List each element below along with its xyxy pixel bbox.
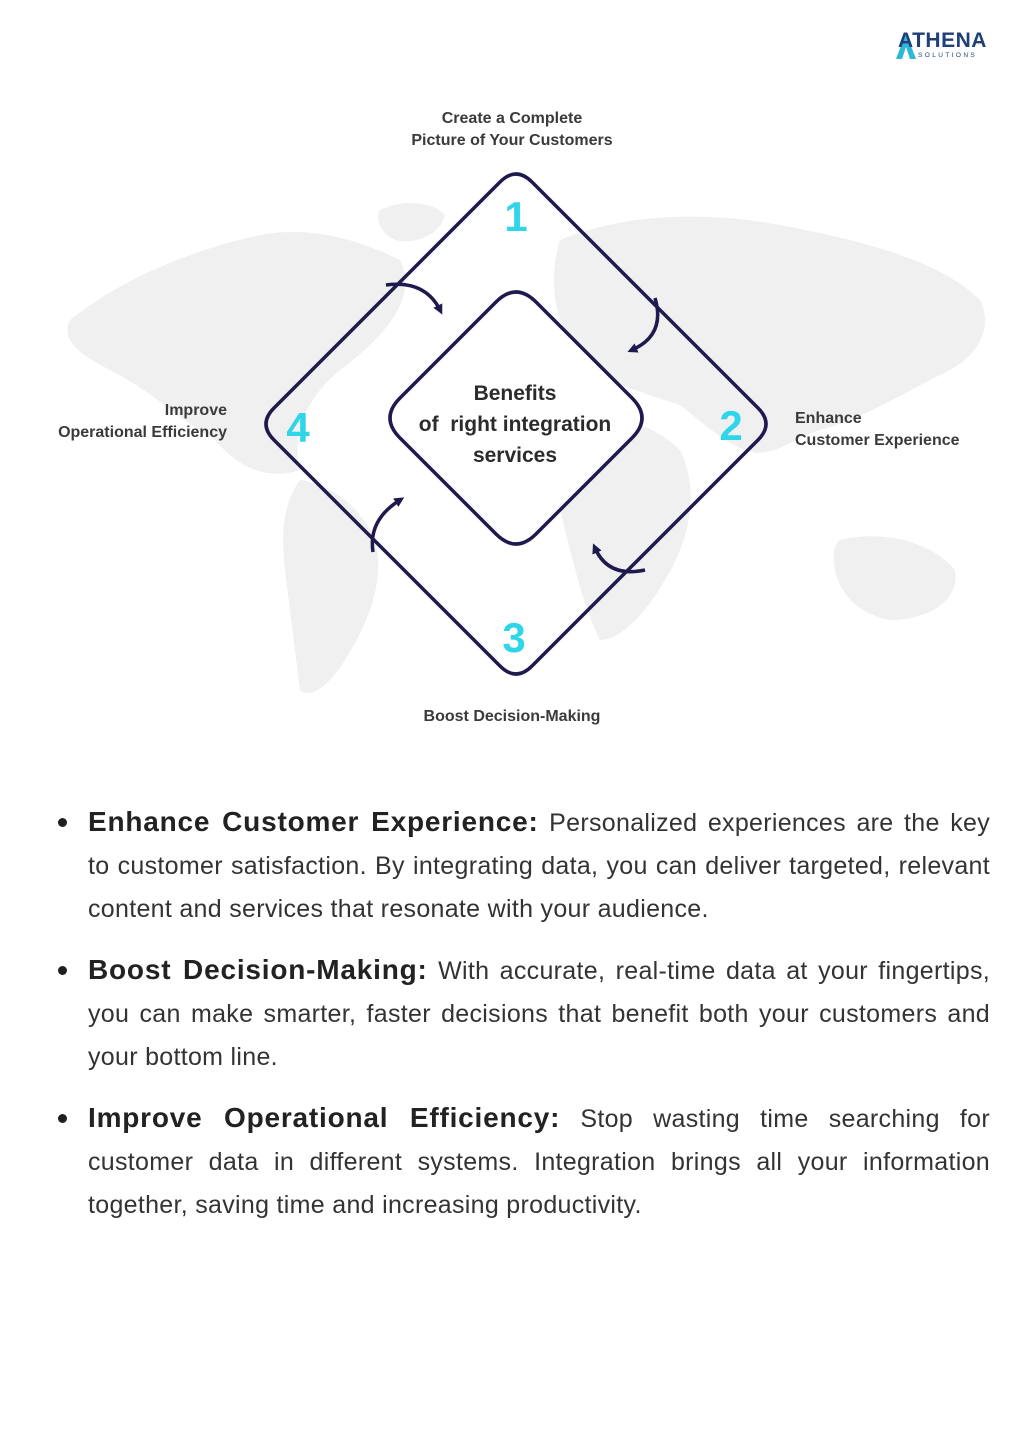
world-map-background [67,203,986,694]
step-1-label: Create a Complete Picture of Your Custom… [411,110,613,149]
logo-wordmark: ATHENA [898,29,987,52]
bullet-text: Stop wasting time searching for customer… [88,1105,991,1219]
athena-logo: ATHENA SOLUTIONS [896,29,990,64]
logo-a-mark-icon [896,33,916,59]
outer-cycle-diamond [264,172,768,676]
step-4-label: Improve Operational Efficiency [58,402,227,441]
bullet-title: Enhance Customer Experience: [88,806,539,837]
bullet-icon [58,1114,67,1123]
bullet-title: Boost Decision-Making: [88,954,428,985]
logo-tagline: SOLUTIONS [918,52,978,59]
bullet-text: Personalized experiences are the key to … [88,809,990,923]
bullet-icon [58,966,67,975]
list-item: Enhance Customer Experience: Personalize… [56,800,990,931]
bullet-icon [58,818,67,827]
step-1-number: 1 [504,193,528,240]
center-title: Benefits of right integration services [418,382,612,467]
list-item: Improve Operational Efficiency: Stop was… [56,1096,990,1227]
benefits-cycle-diagram [67,172,986,694]
bullet-title: Improve Operational Efficiency: [88,1102,561,1133]
arrow-top-right [627,297,660,353]
benefits-bullet-list: Enhance Customer Experience: Personalize… [56,800,990,1244]
arrow-bottom-right [592,543,646,574]
inner-center-diamond [388,290,644,546]
step-2-label: Enhance Customer Experience [795,410,960,449]
arrow-bottom-left [370,497,405,553]
step-3-label: Boost Decision-Making [423,708,601,725]
step-4-number: 4 [286,404,310,451]
step-3-number: 3 [502,614,526,661]
step-2-number: 2 [719,402,743,449]
arrow-top-left [385,282,443,315]
list-item: Boost Decision-Making: With accurate, re… [56,948,990,1079]
bullet-text: With accurate, real-time data at your fi… [88,957,990,1071]
